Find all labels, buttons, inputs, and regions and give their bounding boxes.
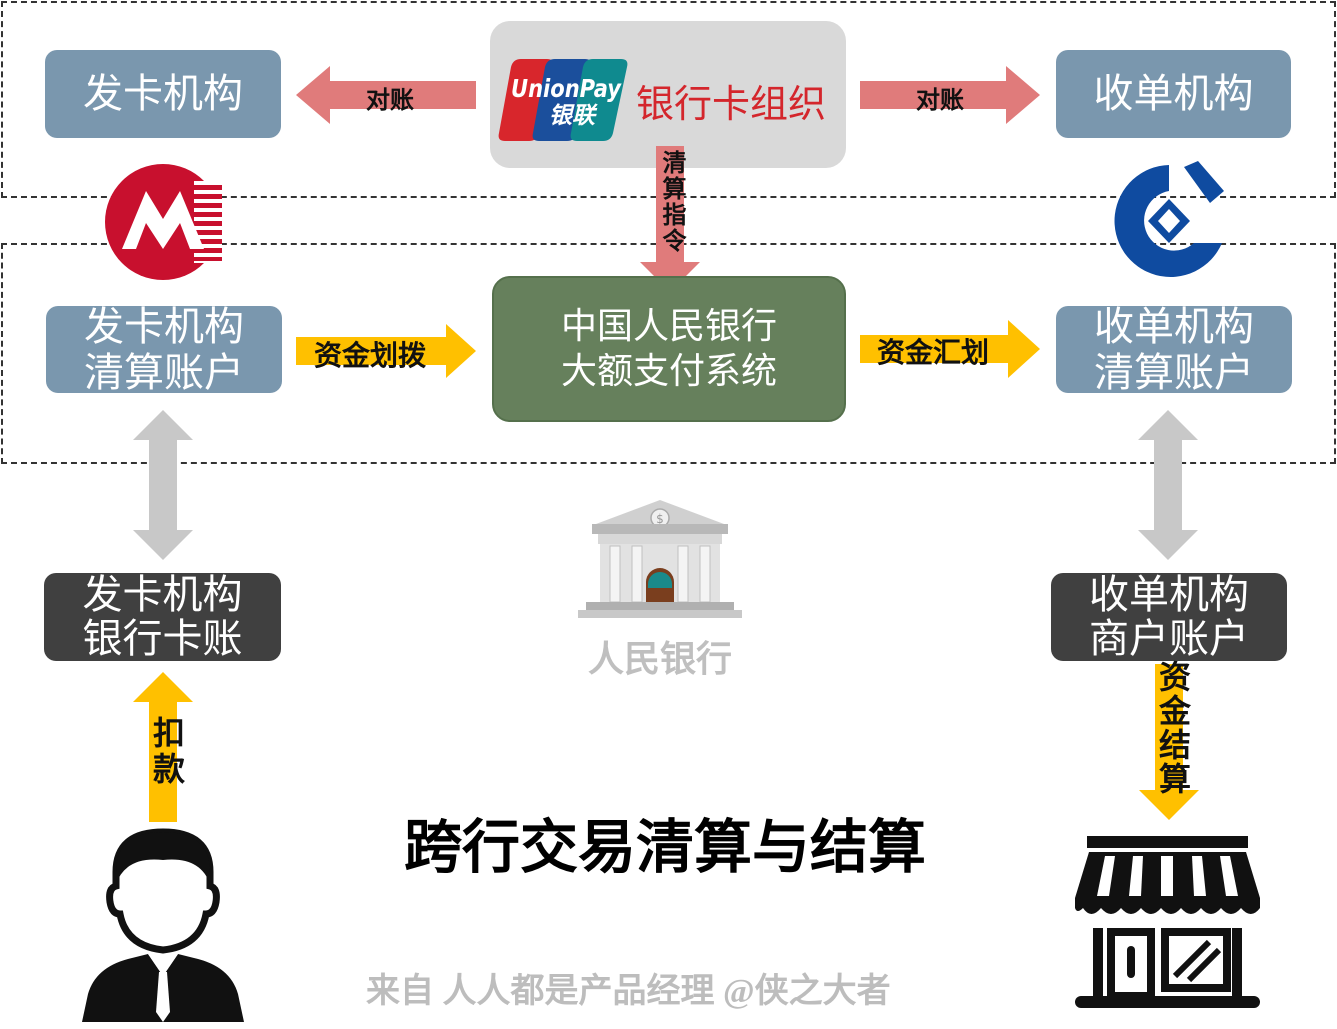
card-org-label: 银行卡组织	[636, 82, 827, 126]
reconcile-right-label: 对账	[916, 86, 964, 114]
merchant-account-line2: 商户账户	[1089, 616, 1249, 662]
acquirer-clearing-line1: 收单机构	[1094, 303, 1254, 350]
issuer-card-line1: 发卡机构	[82, 572, 243, 618]
unionpay-en-text: UnionPay	[511, 74, 622, 103]
pboc-system-line1: 中国人民银行	[560, 306, 777, 347]
fund-transfer-arrow	[296, 324, 476, 378]
ccb-logo	[1114, 161, 1224, 277]
deduct-label: 扣款	[148, 716, 186, 788]
issuer-clearing-line2: 清算账户	[84, 349, 244, 396]
issuer-clearing-account-box: 发卡机构 清算账户	[46, 303, 282, 396]
shop-icon	[1075, 836, 1260, 1008]
settlement-arrow	[1139, 664, 1199, 820]
reconcile-left-arrow	[296, 66, 476, 124]
clearing-instruction-label: 清算指令	[658, 150, 686, 254]
reconcile-right-arrow	[860, 66, 1040, 124]
fund-transfer-label: 资金划拨	[314, 339, 427, 372]
acquirer-merchant-account-box: 收单机构 商户账户	[1051, 573, 1287, 661]
pboc-system-line2: 大额支付系统	[560, 351, 777, 392]
cmb-logo	[105, 164, 222, 280]
issuer-clearing-line1: 发卡机构	[84, 303, 244, 350]
merchant-account-line1: 收单机构	[1089, 572, 1249, 618]
fund-remit-arrow	[860, 320, 1040, 378]
unionpay-logo: UnionPay 银联	[498, 59, 628, 141]
pboc-system-box: 中国人民银行 大额支付系统	[492, 276, 846, 422]
deduct-arrow	[133, 672, 193, 822]
settlement-label: 资金结算	[1154, 660, 1192, 796]
footer-watermark: 来自 人人都是产品经理 @侠之大者	[366, 973, 891, 1010]
acquirer-link-arrow	[1138, 410, 1198, 560]
clearing-instruction-arrow	[640, 146, 700, 292]
unionpay-cn-text: 银联	[549, 103, 598, 129]
acquirer-clearing-line2: 清算账户	[1094, 349, 1254, 396]
acquirer-label: 收单机构	[1093, 71, 1254, 117]
issuer-card-account-box: 发卡机构 银行卡账	[44, 573, 281, 661]
acquirer-clearing-account-box: 收单机构 清算账户	[1056, 303, 1292, 396]
bank-building-icon: $	[578, 500, 742, 618]
issuer-link-arrow	[133, 410, 193, 560]
page-title: 跨行交易清算与结算	[404, 813, 927, 881]
reconcile-left-label: 对账	[366, 86, 414, 114]
pboc-label: 人民银行	[588, 639, 733, 680]
issuer-card-line2: 银行卡账	[82, 616, 243, 662]
fund-remit-label: 资金汇划	[877, 336, 990, 369]
person-icon	[82, 828, 244, 1022]
acquirer-box: 收单机构	[1056, 50, 1291, 138]
svg-text:$: $	[656, 512, 664, 526]
issuer-box: 发卡机构	[45, 50, 281, 138]
issuer-label: 发卡机构	[83, 71, 243, 117]
